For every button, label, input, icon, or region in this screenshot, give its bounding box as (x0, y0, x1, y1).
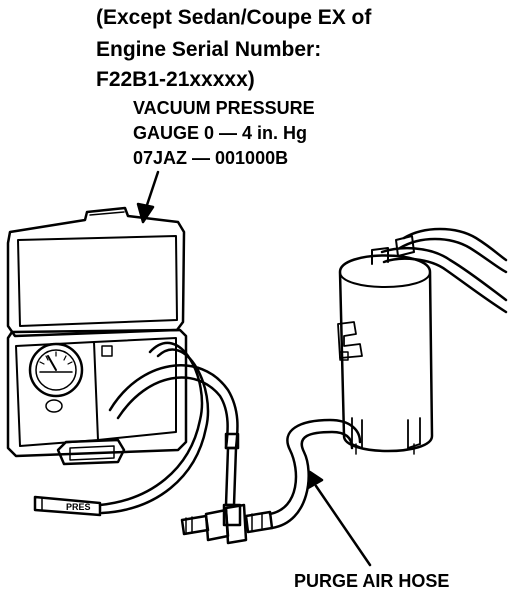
tool-name-label: VACUUM PRESSURE (133, 98, 315, 118)
caption-line-3: F22B1-21xxxxx) (96, 68, 255, 91)
hose-tag-text: PRES (66, 502, 91, 512)
caption-line-2: Engine Serial Number: (96, 38, 322, 61)
purge-hose-leader-arrow (306, 470, 372, 567)
tool-leader-arrow (136, 170, 160, 224)
tool-part-number-label: 07JAZ — 001000B (133, 148, 289, 168)
caption-line-1: (Except Sedan/Coupe EX of (96, 6, 372, 29)
tee-fitting (180, 503, 274, 545)
purge-air-hose (268, 418, 362, 530)
canister-top-hoses (371, 227, 508, 314)
hose-to-tee (222, 432, 242, 527)
gauge-dial (28, 342, 84, 413)
purge-air-hose-label: PURGE AIR HOSE (294, 571, 450, 591)
gauge-case-body (6, 328, 188, 466)
gauge-case-lid (6, 206, 186, 338)
gauge-hoses (98, 341, 239, 515)
tagged-hose-end (33, 495, 102, 517)
charcoal-canister (337, 254, 434, 455)
tool-range-label: GAUGE 0 — 4 in. Hg (133, 123, 308, 143)
